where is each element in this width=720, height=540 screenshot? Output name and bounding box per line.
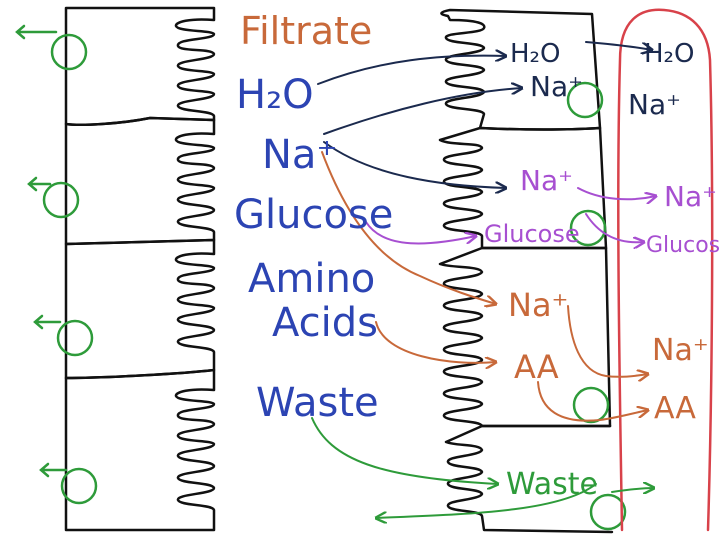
pump-icon — [42, 181, 80, 219]
arrow-h2o-into-cell — [317, 56, 506, 85]
pump-icon — [566, 81, 604, 119]
arrow-left-icon — [27, 176, 52, 192]
aa-blood-label: AA — [654, 391, 696, 426]
arrow-waste-to-blood — [611, 488, 654, 492]
na-blood-top-label: Na⁺ — [628, 88, 681, 121]
arrow-na-purple-to-blood — [577, 187, 656, 199]
pump-icon — [569, 209, 607, 247]
na-cell-purple-label: Na⁺ — [520, 164, 573, 197]
arrow-left-icon — [15, 24, 58, 40]
h2o-cell-label: H₂O — [510, 39, 560, 69]
pump-icon — [572, 386, 610, 424]
arrow-aa-into-cell — [375, 321, 496, 363]
acids-label: Acids — [272, 300, 378, 346]
waste-label: Waste — [256, 380, 379, 426]
blood-vessel — [617, 8, 714, 532]
right-cell-4 — [444, 424, 614, 534]
orange-arrows — [321, 151, 648, 422]
na-blood-orange-label: Na⁺ — [652, 333, 709, 368]
pump-icon — [589, 493, 627, 531]
left-cell-2 — [64, 116, 216, 246]
arrow-na-into-cell-purple — [323, 141, 506, 188]
arrow-glucose-into-cell — [365, 221, 476, 245]
right-cell-2 — [438, 126, 608, 250]
glucose-blood-label: Glucos — [646, 233, 720, 258]
waste-cell-label: Waste — [506, 467, 598, 502]
pump-icon — [56, 319, 94, 357]
vessel-outline — [617, 8, 714, 532]
arrow-glucose-to-blood — [585, 213, 644, 242]
right-cell-3 — [438, 246, 612, 428]
right-pumps — [566, 81, 627, 531]
pump-icon — [50, 33, 88, 71]
pump-icon — [60, 467, 98, 505]
arrow-h2o-to-blood — [585, 41, 652, 50]
right-cell-1 — [440, 8, 602, 131]
arrow-na-into-cell-top — [323, 88, 522, 135]
purple-arrows — [365, 187, 656, 245]
amino-label: Amino — [248, 256, 375, 302]
left-cell-4 — [64, 368, 216, 532]
filtrate-label: Filtrate — [240, 9, 372, 53]
green-arrows — [311, 417, 654, 518]
glucose-cell-label: Glucose — [484, 220, 580, 248]
navy-arrows — [317, 41, 652, 188]
left-cell-3 — [64, 238, 216, 380]
arrow-na-into-cell-orange — [321, 151, 496, 304]
left-tubule-wall — [64, 6, 216, 532]
arrow-aa-to-blood — [537, 381, 648, 422]
glucose-label: Glucose — [234, 192, 393, 238]
arrow-na-orange-to-blood — [567, 305, 648, 377]
na-cell-orange-label: Na⁺ — [508, 286, 568, 324]
arrow-left-icon — [33, 314, 62, 330]
right-tubule-wall — [438, 8, 614, 534]
na-blood-purple-label: Na⁺ — [664, 180, 717, 213]
aa-cell-label: AA — [514, 348, 559, 386]
h2o-blood-label: H₂O — [644, 39, 694, 69]
left-cell-1 — [64, 6, 216, 126]
left-pumps — [15, 24, 98, 505]
h2o-label: H₂O — [236, 72, 314, 118]
na-cell-top-label: Na⁺ — [530, 70, 583, 103]
arrow-waste-back-to-lumen — [376, 483, 597, 518]
arrow-waste-into-cell — [311, 417, 498, 484]
na-label: Na⁺ — [262, 132, 338, 178]
arrow-left-icon — [39, 462, 68, 478]
